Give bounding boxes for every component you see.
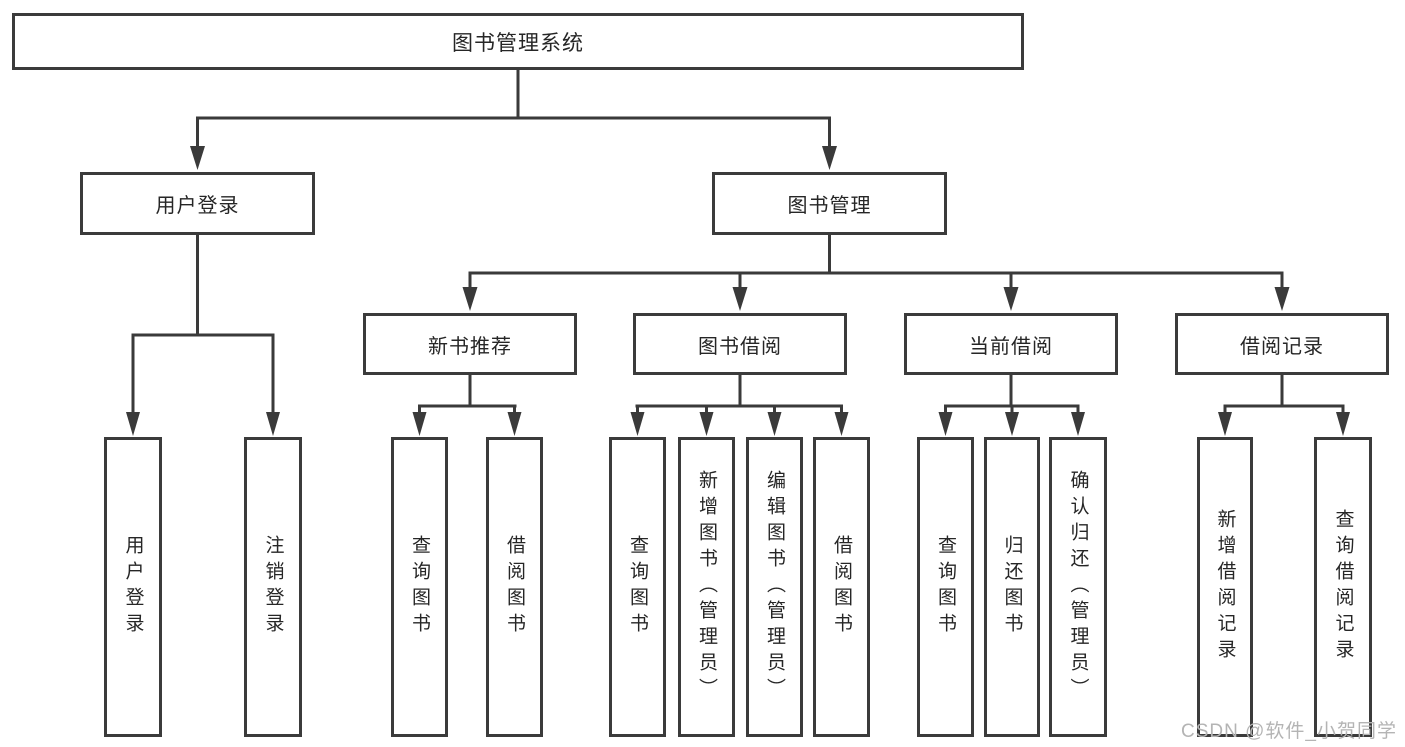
leaf-query-books-recommend: 查询图书 xyxy=(391,437,448,737)
node-label: 图书借阅 xyxy=(698,335,782,358)
arrowheads xyxy=(126,146,1350,436)
leaf-logout: 注销登录 xyxy=(244,437,302,737)
node-label: 新书推荐 xyxy=(428,335,512,358)
node-user-login: 用户登录 xyxy=(80,172,315,235)
leaf-borrow-books: 借阅图书 xyxy=(813,437,870,737)
leaf-label: 用户登录 xyxy=(122,535,144,639)
node-new-book-recommend: 新书推荐 xyxy=(363,313,577,375)
leaf-label: 查询图书 xyxy=(935,535,956,639)
leaf-label: 确认归还（管理员） xyxy=(1067,470,1089,704)
node-label: 借阅记录 xyxy=(1240,335,1324,358)
leaf-add-borrow-record: 新增借阅记录 xyxy=(1197,437,1253,737)
leaf-label: 归还图书 xyxy=(1001,535,1023,639)
leaf-label: 借阅图书 xyxy=(504,535,525,639)
csdn-watermark: CSDN @软件_小贺同学 xyxy=(1181,721,1397,742)
leaf-label: 查询图书 xyxy=(627,535,648,639)
leaf-user-login: 用户登录 xyxy=(104,437,162,737)
node-label: 图书管理 xyxy=(787,195,872,217)
node-book-management: 图书管理 xyxy=(712,172,947,235)
leaf-return-books: 归还图书 xyxy=(984,437,1040,737)
node-label: 用户登录 xyxy=(155,195,240,217)
node-book-borrow: 图书借阅 xyxy=(633,313,847,375)
node-label: 当前借阅 xyxy=(969,335,1053,358)
leaf-label: 查询借阅记录 xyxy=(1332,509,1354,665)
leaf-label: 借阅图书 xyxy=(831,535,852,639)
node-label: 图书管理系统 xyxy=(452,31,584,55)
leaf-query-books-borrow: 查询图书 xyxy=(609,437,666,737)
node-library-management-system: 图书管理系统 xyxy=(12,13,1024,70)
leaf-label: 新增图书（管理员） xyxy=(696,470,717,704)
leaf-query-borrow-record: 查询借阅记录 xyxy=(1314,437,1372,737)
leaf-label: 查询图书 xyxy=(409,535,430,639)
leaf-confirm-return-admin: 确认归还（管理员） xyxy=(1049,437,1107,737)
leaf-query-books-current: 查询图书 xyxy=(917,437,974,737)
node-borrow-records: 借阅记录 xyxy=(1175,313,1389,375)
leaf-borrow-books-recommend: 借阅图书 xyxy=(486,437,543,737)
leaf-label: 新增借阅记录 xyxy=(1214,509,1236,665)
leaf-label: 注销登录 xyxy=(262,535,284,639)
leaf-add-books-admin: 新增图书（管理员） xyxy=(678,437,735,737)
leaf-label: 编辑图书（管理员） xyxy=(764,470,785,704)
node-current-borrow: 当前借阅 xyxy=(904,313,1118,375)
leaf-edit-books-admin: 编辑图书（管理员） xyxy=(746,437,803,737)
